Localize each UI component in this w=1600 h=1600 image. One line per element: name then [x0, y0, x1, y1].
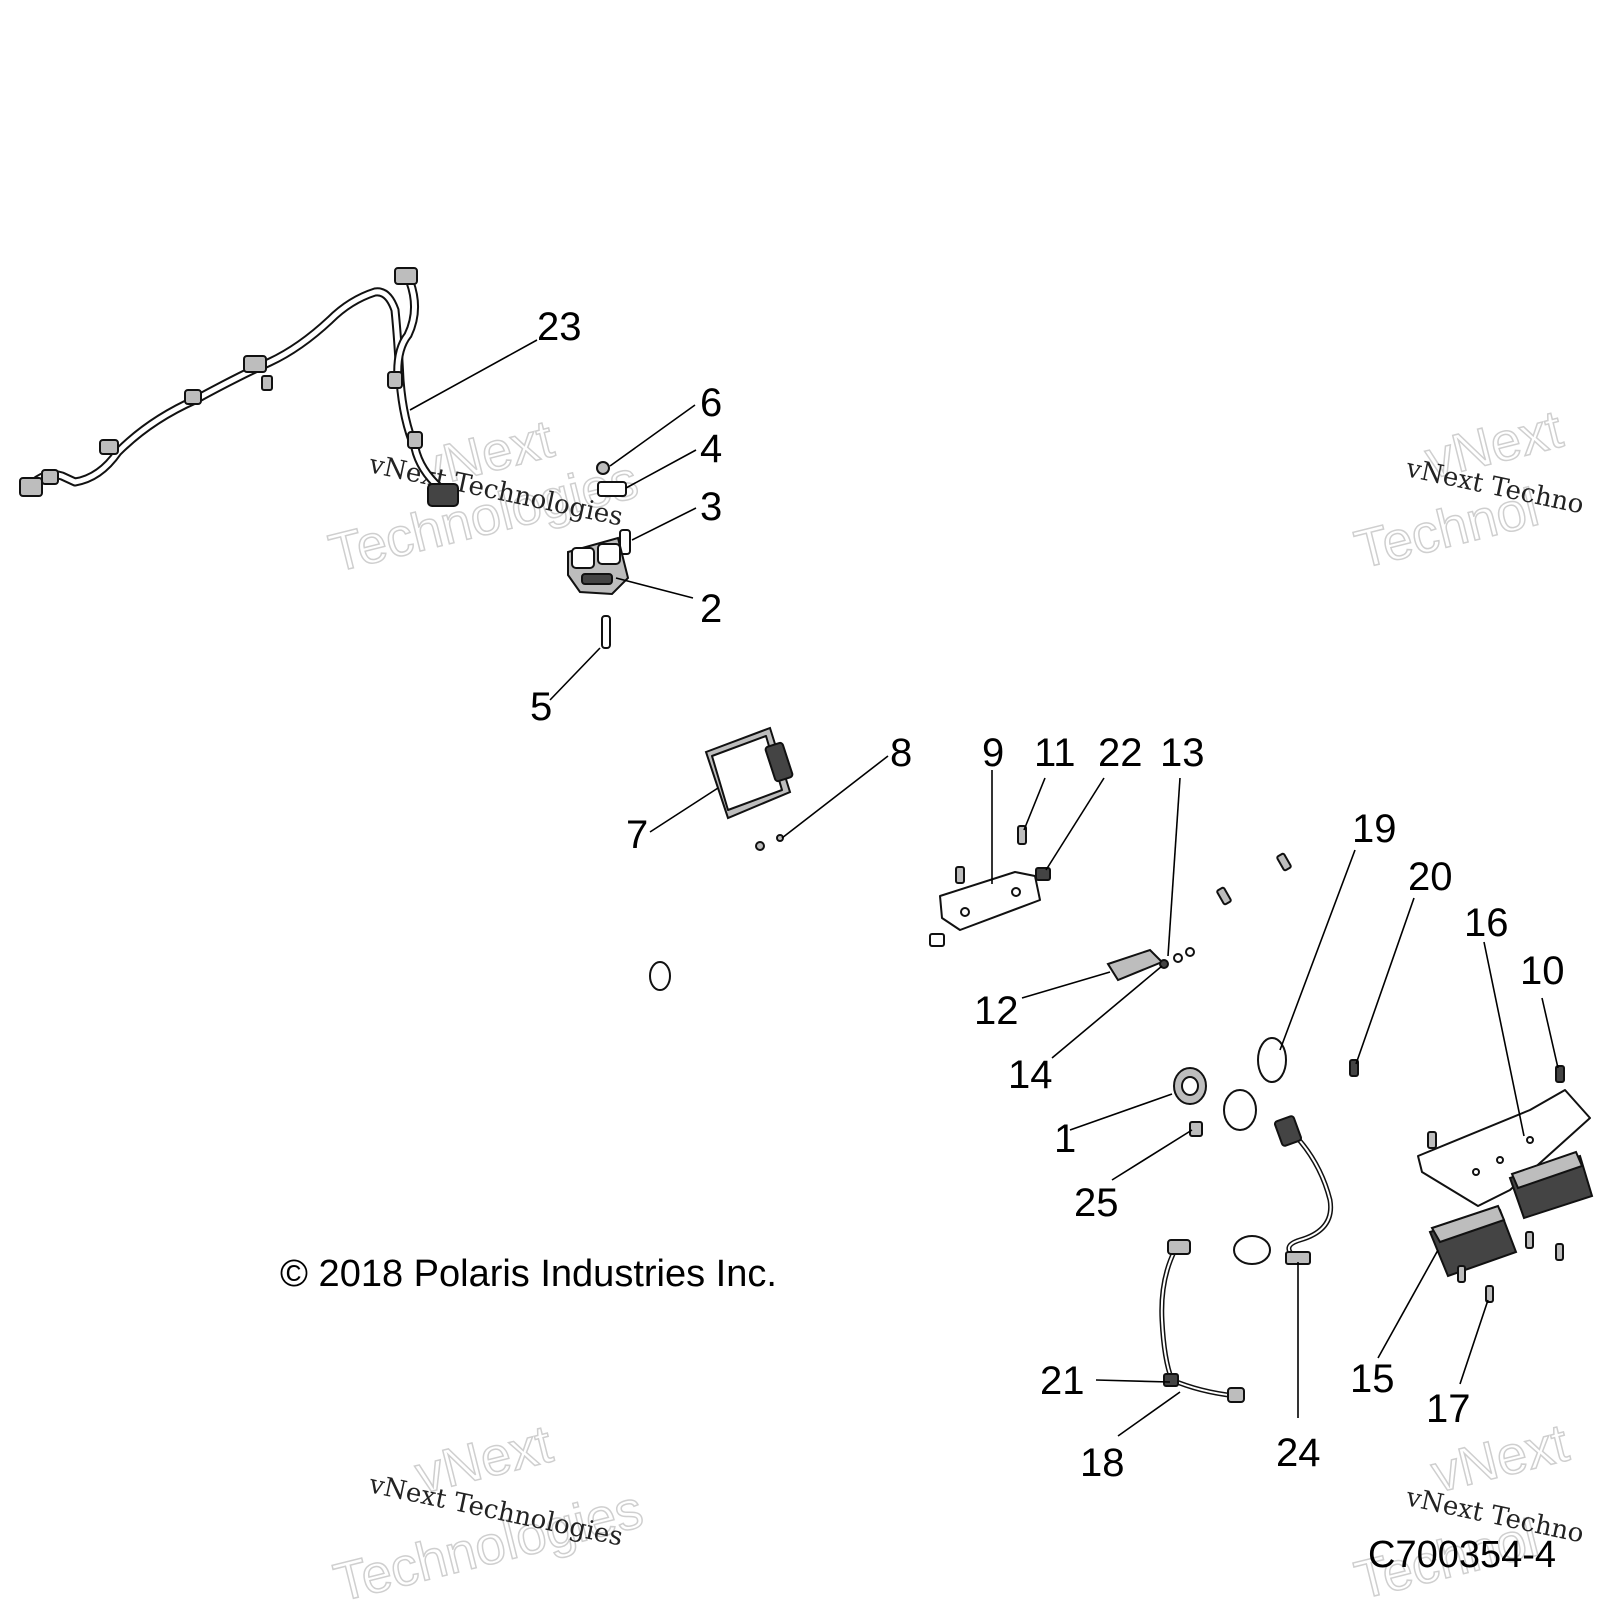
long-pin-part — [601, 615, 611, 649]
copyright-notice: © 2018 Polaris Industries Inc. — [280, 1253, 777, 1295]
callout-21: 21 — [1040, 1359, 1085, 1403]
bolt-part-c — [1457, 1265, 1466, 1283]
callout-8: 8 — [890, 731, 912, 775]
ecu-module-part — [704, 726, 794, 851]
callout-22: 22 — [1098, 731, 1143, 775]
screw-part — [1017, 825, 1027, 845]
cover-plate-part — [939, 871, 1041, 931]
callout-24: 24 — [1276, 1431, 1321, 1475]
clip-part — [1035, 867, 1051, 881]
callout-5: 5 — [530, 685, 552, 729]
loop-seal-part — [1257, 1037, 1287, 1083]
callout-10: 10 — [1520, 949, 1565, 993]
sensor-harness-part — [1159, 1239, 1245, 1403]
mounting-plate-part — [1417, 1065, 1591, 1207]
bolt-part-f — [1555, 1243, 1564, 1261]
leader-lines — [409, 339, 1559, 1437]
bolt-part-b — [1276, 852, 1292, 872]
nut-part — [596, 461, 610, 475]
callout-11: 11 — [1034, 731, 1076, 775]
loop-seal-part-c — [1233, 1235, 1271, 1265]
callout-12: 12 — [974, 989, 1019, 1033]
callout-4: 4 — [700, 427, 722, 471]
mount-bracket-part — [1106, 947, 1195, 982]
bolt-part-d — [1485, 1285, 1494, 1303]
screw-part-b — [955, 866, 965, 884]
callout-16: 16 — [1464, 901, 1509, 945]
callout-15: 15 — [1350, 1357, 1395, 1401]
drawing-number: C700354-4 — [1368, 1534, 1557, 1576]
callout-20: 20 — [1408, 855, 1453, 899]
small-connector-part — [1189, 1121, 1203, 1137]
callout-13: 13 — [1160, 731, 1205, 775]
callout-19: 19 — [1352, 807, 1397, 851]
relay-assembly-part — [567, 536, 630, 596]
bracket-part — [597, 481, 627, 497]
callout-2: 2 — [700, 587, 722, 631]
callout-3: 3 — [700, 485, 722, 529]
bolt-part — [1216, 886, 1232, 906]
callout-9: 9 — [982, 731, 1004, 775]
bolt-part-e — [1525, 1231, 1534, 1249]
callout-17: 17 — [1426, 1387, 1471, 1431]
callout-1: 1 — [1054, 1117, 1076, 1161]
control-module-part — [1428, 1204, 1518, 1278]
sensor-lead-part — [1274, 1115, 1334, 1265]
wiring-harness-part — [19, 267, 459, 507]
clip-part-b — [929, 933, 945, 947]
callout-18: 18 — [1080, 1441, 1125, 1485]
callout-6: 6 — [700, 381, 722, 425]
callout-23: 23 — [537, 305, 582, 349]
seal-ring-part — [649, 961, 671, 991]
control-module-part-b — [1508, 1150, 1594, 1220]
callout-14: 14 — [1008, 1053, 1053, 1097]
callout-7: 7 — [626, 813, 648, 857]
loop-seal-part-b — [1223, 1089, 1257, 1131]
callout-labels: 23 6 4 3 2 5 8 7 9 11 22 13 12 14 19 20 … — [530, 305, 1565, 1485]
callout-25: 25 — [1074, 1181, 1119, 1225]
